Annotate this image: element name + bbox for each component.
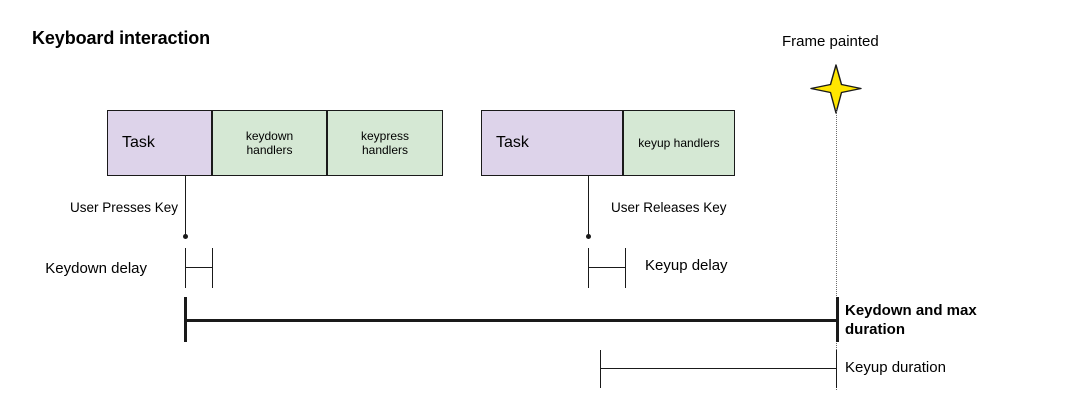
user-releases-key-dropline — [588, 176, 590, 237]
frame-paint-guideline — [836, 108, 837, 390]
task-block-keyup: Task — [481, 110, 623, 176]
keydown-max-duration-tick-end — [836, 297, 839, 342]
user-presses-key-arrowhead — [183, 234, 188, 239]
user-releases-key-label: User Releases Key — [611, 200, 727, 215]
task-block-keydown-label: Task — [122, 133, 155, 151]
keyup-handlers-label: keyup handlers — [638, 135, 720, 150]
keydown-max-duration-label: Keydown and max duration — [845, 301, 1025, 339]
keydown-delay-label: Keydown delay — [45, 260, 147, 277]
keyup-duration-label: Keyup duration — [845, 359, 946, 376]
task-block-keyup-label: Task — [496, 133, 529, 151]
user-presses-key-dropline — [185, 176, 187, 237]
four-point-star-icon — [810, 64, 862, 114]
keyup-delay-label: Keyup delay — [645, 257, 728, 274]
keydown-handlers-line2: handlers — [246, 143, 293, 157]
keydown-handlers-label: keydown handlers — [246, 129, 293, 157]
user-presses-key-label: User Presses Key — [69, 200, 178, 215]
task-block-keydown: Task — [107, 110, 212, 176]
keydown-handlers-line1: keydown — [245, 128, 294, 143]
keyup-duration-tick-end — [836, 350, 838, 388]
keypress-handlers-line2: handlers — [361, 143, 409, 157]
keydown-handlers-block: keydown handlers — [212, 110, 327, 176]
keyup-handlers-block: keyup handlers — [623, 110, 735, 176]
keydown-delay-span — [185, 267, 213, 269]
keypress-handlers-line1: keypress — [360, 128, 410, 143]
keydown-max-duration-line1: Keydown and max — [845, 302, 977, 319]
keydown-max-duration-line2: duration — [845, 321, 905, 339]
keydown-max-duration-span — [184, 319, 839, 322]
keyup-duration-span — [600, 368, 837, 370]
frame-painted-label: Frame painted — [782, 33, 879, 50]
page-title: Keyboard interaction — [32, 28, 211, 48]
keyup-delay-span — [588, 267, 626, 269]
keypress-handlers-label: keypress handlers — [361, 129, 409, 157]
keypress-handlers-block: keypress handlers — [327, 110, 443, 176]
user-releases-key-arrowhead — [586, 234, 591, 239]
